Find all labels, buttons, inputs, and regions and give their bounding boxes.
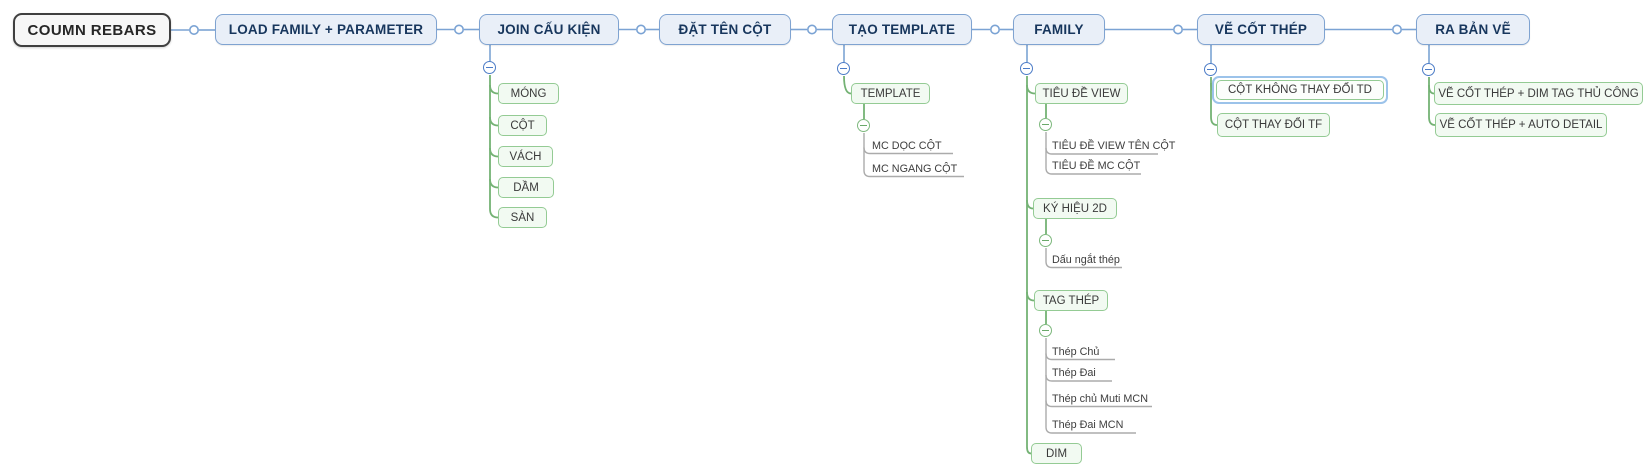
collapse-icon-ve-cot-thep[interactable] (1204, 63, 1217, 76)
topic-join-cau-kien[interactable]: JOIN CẤU KIỆN (479, 14, 619, 45)
topic-tieu-de-mc-cot[interactable]: TIÊU ĐỀ MC CỘT (1052, 160, 1141, 172)
topic-mc-doc-cot[interactable]: MC DỌC CỘT (872, 140, 942, 152)
collapse-icon-tag-thep[interactable] (1039, 324, 1052, 337)
collapse-icon-family[interactable] (1020, 62, 1033, 75)
leaf-topic-connectors (863, 132, 1158, 434)
topic-dam[interactable]: DẦM (498, 177, 554, 198)
topic-ra-ban-ve[interactable]: RA BẢN VẼ (1416, 14, 1530, 45)
collapse-icon-tao-template[interactable] (837, 62, 850, 75)
root-topic-coumn-rebars[interactable]: COUMN REBARS (13, 13, 171, 47)
topic-cot-thay-doi-tf[interactable]: CỘT THAY ĐỔI TF (1217, 113, 1330, 137)
topic-tieu-de-view-ten-cot[interactable]: TIÊU ĐỀ VIEW TÊN CỘT (1052, 140, 1176, 152)
topic-dat-ten-cot[interactable]: ĐẶT TÊN CỘT (659, 14, 791, 45)
minus-icon (1042, 123, 1049, 126)
minus-icon (486, 66, 493, 69)
topic-thep-chu-muti-mcn[interactable]: Thép chủ Muti MCN (1052, 393, 1149, 405)
collapse-icon-join-cau-kien[interactable] (483, 61, 496, 74)
minus-icon (840, 67, 847, 70)
topic-cot[interactable]: CỘT (498, 115, 547, 136)
minus-icon (860, 124, 867, 127)
minus-icon (1042, 239, 1049, 242)
collapse-icon-ky-hieu-2d[interactable] (1039, 234, 1052, 247)
minus-icon (1425, 68, 1432, 71)
topic-mong[interactable]: MÓNG (498, 83, 559, 104)
topic-thep-chu[interactable]: Thép Chủ (1052, 346, 1100, 358)
minus-icon (1207, 68, 1214, 71)
topic-cot-khong-thay-doi-td[interactable]: CỘT KHÔNG THAY ĐỔI TD (1216, 80, 1384, 100)
topic-thep-dai-mcn[interactable]: Thép Đai MCN (1052, 419, 1124, 431)
collapse-icon-ra-ban-ve[interactable] (1422, 63, 1435, 76)
topic-vach[interactable]: VÁCH (498, 146, 553, 167)
topic-dau-ngat-thep[interactable]: Dấu ngắt thép (1052, 254, 1120, 266)
topic-thep-dai[interactable]: Thép Đai (1052, 367, 1096, 379)
topic-dim[interactable]: DIM (1031, 443, 1082, 464)
topic-tieu-de-view[interactable]: TIÊU ĐỀ VIEW (1035, 83, 1128, 104)
minus-icon (1042, 329, 1049, 332)
topic-ve-cot-thep-auto-detail[interactable]: VẼ CỐT THÉP + AUTO DETAIL (1435, 113, 1607, 137)
selection-ring: CỘT KHÔNG THAY ĐỔI TD (1212, 76, 1388, 104)
collapse-icon-template[interactable] (857, 119, 870, 132)
topic-tag-thep[interactable]: TAG THÉP (1034, 290, 1108, 311)
topic-ve-cot-thep[interactable]: VẼ CỐT THÉP (1197, 14, 1325, 45)
topic-load-family-parameter[interactable]: LOAD FAMILY + PARAMETER (215, 14, 437, 45)
topic-mc-ngang-cot[interactable]: MC NGANG CỘT (872, 163, 958, 175)
topic-ve-cot-thep-dim-tag-thu-cong[interactable]: VẼ CỐT THÉP + DIM TAG THỦ CÔNG (1434, 82, 1643, 105)
topic-ky-hieu-2d[interactable]: KÝ HIỆU 2D (1033, 198, 1117, 219)
topic-tao-template[interactable]: TẠO TEMPLATE (832, 14, 972, 45)
topic-family[interactable]: FAMILY (1013, 14, 1105, 45)
topic-template[interactable]: TEMPLATE (851, 83, 930, 104)
collapse-icon-tieu-de-view[interactable] (1039, 118, 1052, 131)
topic-san[interactable]: SÀN (498, 207, 547, 228)
minus-icon (1023, 67, 1030, 70)
